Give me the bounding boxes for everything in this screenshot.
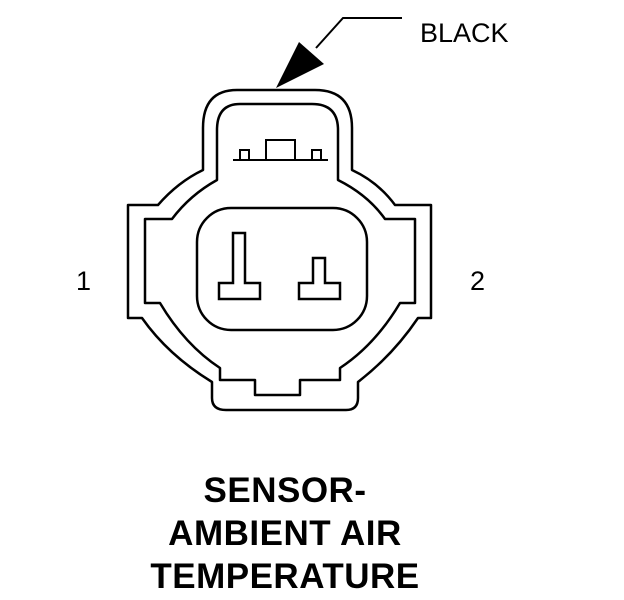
latch-tab <box>265 139 296 161</box>
latch-left-notch <box>239 149 250 160</box>
pin-1-label: 1 <box>76 266 92 296</box>
housing-outer-outline <box>126 88 433 412</box>
leader-line <box>315 17 402 49</box>
housing-inner-outline <box>143 102 417 397</box>
title-line-1: SENSOR- <box>203 471 367 510</box>
pin-2-label: 2 <box>470 266 486 296</box>
callout-arrowhead <box>276 42 324 88</box>
title-line-2: AMBIENT AIR <box>168 514 402 553</box>
connector-housing <box>126 88 433 412</box>
wire-color-label: BLACK <box>420 18 509 48</box>
callout-leader <box>276 17 402 88</box>
terminal-pin-2 <box>297 256 342 301</box>
cavity-outline <box>195 206 369 332</box>
latch-right-notch <box>311 149 322 160</box>
terminal-cavity <box>195 206 369 332</box>
title-line-3: TEMPERATURE <box>150 557 420 596</box>
terminal-pin-1 <box>217 231 262 301</box>
connector-latch <box>233 139 328 161</box>
diagram-title: SENSOR- AMBIENT AIR TEMPERATURE <box>0 469 570 598</box>
